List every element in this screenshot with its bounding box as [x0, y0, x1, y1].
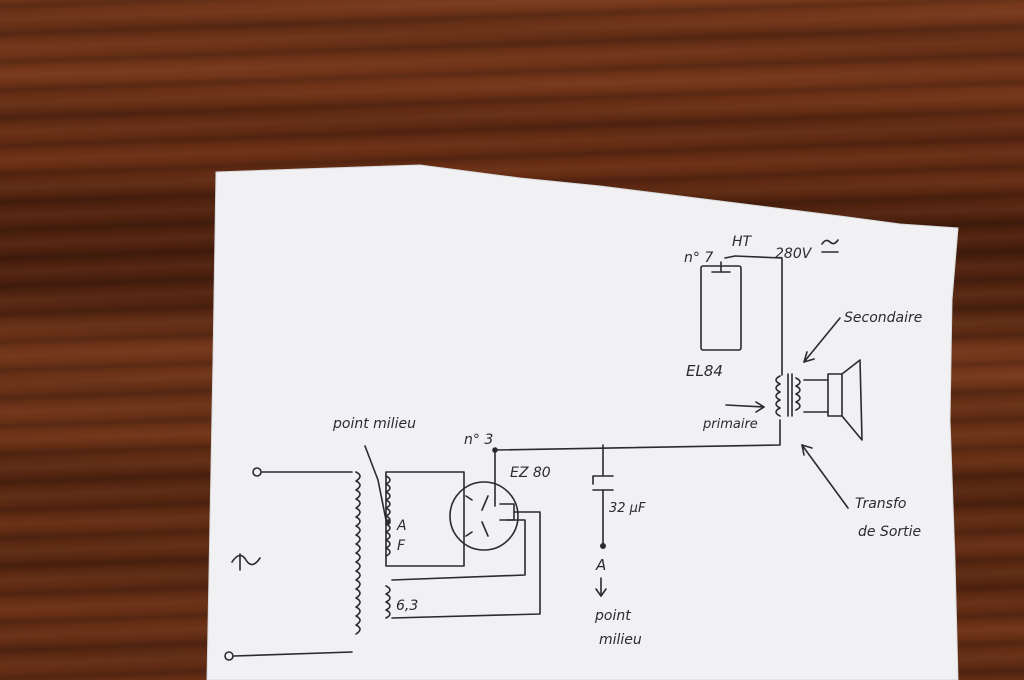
label-no7: n° 7 [684, 250, 713, 266]
mains-winding [355, 471, 361, 635]
primary-coil [775, 375, 781, 417]
secondary-coil [795, 377, 801, 411]
label-a-top: A [396, 518, 407, 534]
label-point-bottom: point [594, 608, 631, 624]
label-primaire: primaire [702, 417, 758, 432]
label-milieu-bottom: milieu [599, 632, 642, 648]
speaker-magnet [827, 373, 843, 417]
label-a-bottom: A [595, 556, 606, 574]
label-capacitor: 32 µF [609, 501, 646, 516]
label-transfo: Transfo [855, 496, 906, 512]
ez80-tube-shape [449, 481, 519, 551]
label-de-sortie: de Sortie [858, 524, 921, 540]
label-6-3: 6,3 [396, 598, 418, 614]
label-ez80: EZ 80 [510, 465, 551, 481]
label-280v: 280V [775, 246, 813, 262]
label-ht: HT [732, 234, 753, 250]
paper-sheet [206, 164, 959, 680]
schematic [224, 239, 863, 661]
label-point-milieu-top: point milieu [332, 416, 416, 432]
label-no3: n° 3 [464, 432, 493, 448]
label-secondaire: Secondaire [844, 310, 922, 326]
label-el84: EL84 [686, 362, 723, 380]
label-f-top: F [397, 538, 406, 554]
speaker-cone [841, 359, 863, 441]
